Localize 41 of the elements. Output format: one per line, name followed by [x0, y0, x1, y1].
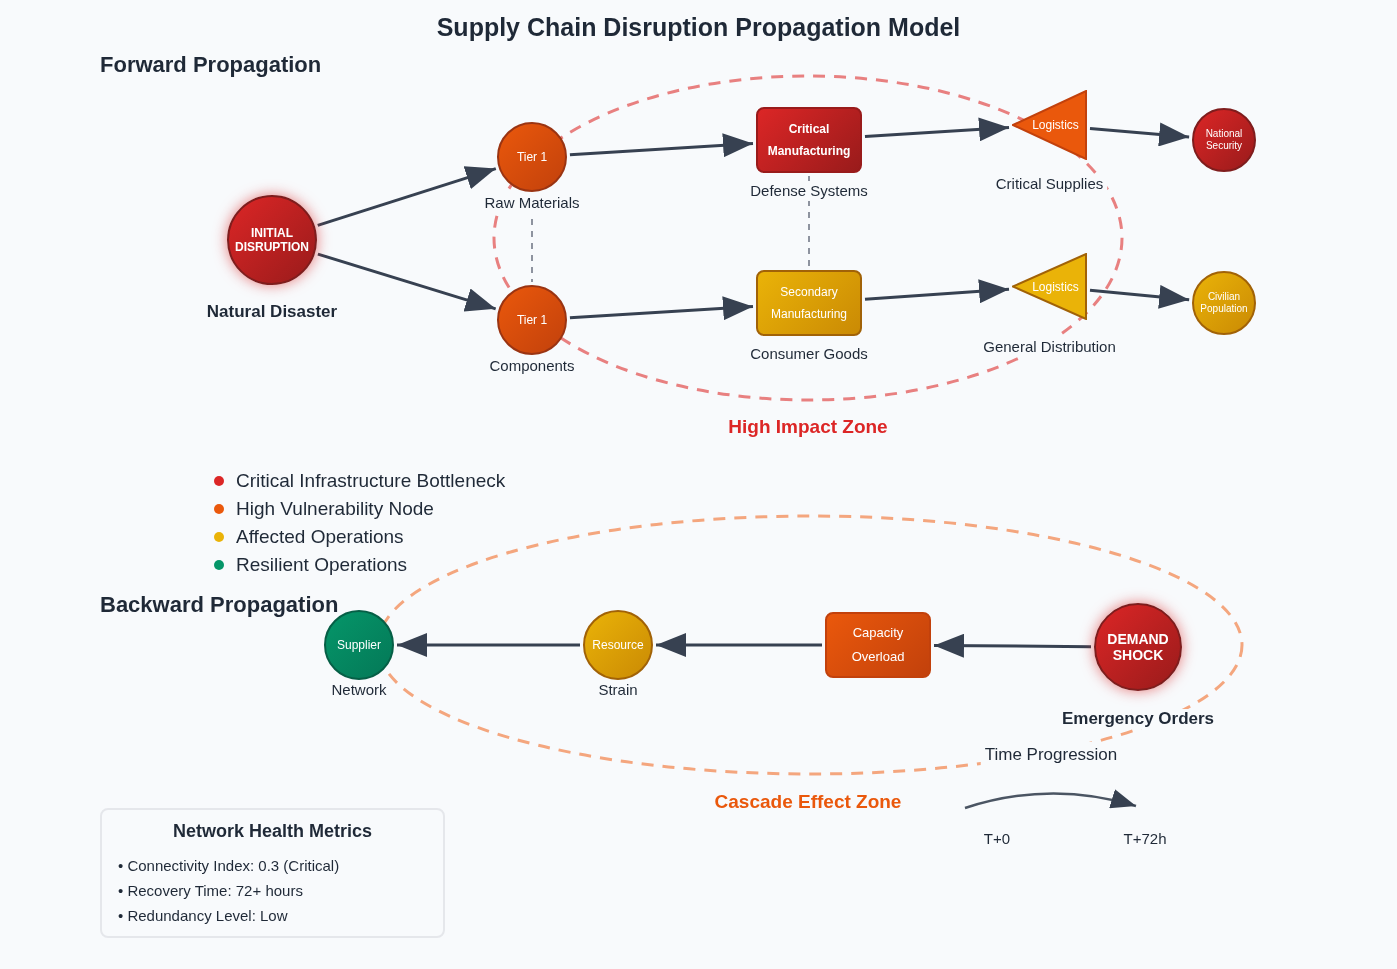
node-label: Logistics	[1031, 117, 1079, 134]
legend-label: Affected Operations	[236, 526, 404, 548]
node-label: Supplier	[337, 637, 381, 654]
arrow	[569, 296, 754, 321]
card-heading: Network Health Metrics	[172, 820, 373, 843]
node-label: Logistics	[1031, 278, 1079, 296]
process-box	[825, 612, 931, 678]
node-label: Capacity Overload	[850, 624, 906, 666]
node-label: INITIAL DISRUPTION	[234, 226, 310, 254]
logistics-triangle	[1012, 253, 1087, 320]
diagram-title: Supply Chain Disruption Propagation Model	[435, 12, 962, 43]
arrow	[934, 633, 1091, 658]
node-label: Tier 1	[516, 149, 548, 166]
node-label: Tier 1	[516, 312, 548, 329]
dashed-connector	[808, 175, 810, 268]
metric-item: • Connectivity Index: 0.3 (Critical)	[117, 856, 340, 876]
node-label: Secondary Manufacturing	[769, 284, 848, 323]
logistics-triangle	[1012, 90, 1087, 160]
node-label: Civilian Population	[1199, 291, 1249, 315]
legend-label: High Vulnerability Node	[236, 498, 434, 520]
arrow	[317, 166, 497, 227]
legend-label: Resilient Operations	[236, 554, 408, 576]
node-label: Resource	[592, 637, 644, 654]
metric-item: • Recovery Time: 72+ hours	[117, 881, 303, 901]
arrow	[1089, 284, 1190, 309]
section-heading: Forward Propagation	[100, 52, 322, 78]
node-label: National Security	[1204, 128, 1244, 152]
process-box	[756, 107, 862, 173]
section-heading: Backward Propagation	[100, 592, 339, 618]
metric-item: • Redundancy Level: Low	[117, 906, 288, 926]
arrow	[317, 252, 497, 312]
arrow	[656, 633, 822, 657]
legend-label: Critical Infrastructure Bottleneck	[236, 470, 506, 492]
arrow	[864, 117, 1010, 142]
arrow	[397, 633, 580, 657]
arrow	[1089, 122, 1190, 147]
node-label: DEMAND SHOCK	[1106, 631, 1170, 663]
arrow	[569, 133, 754, 158]
arrow	[864, 279, 1010, 304]
process-box	[756, 270, 862, 336]
node-label: Critical Manufacturing	[766, 121, 852, 160]
